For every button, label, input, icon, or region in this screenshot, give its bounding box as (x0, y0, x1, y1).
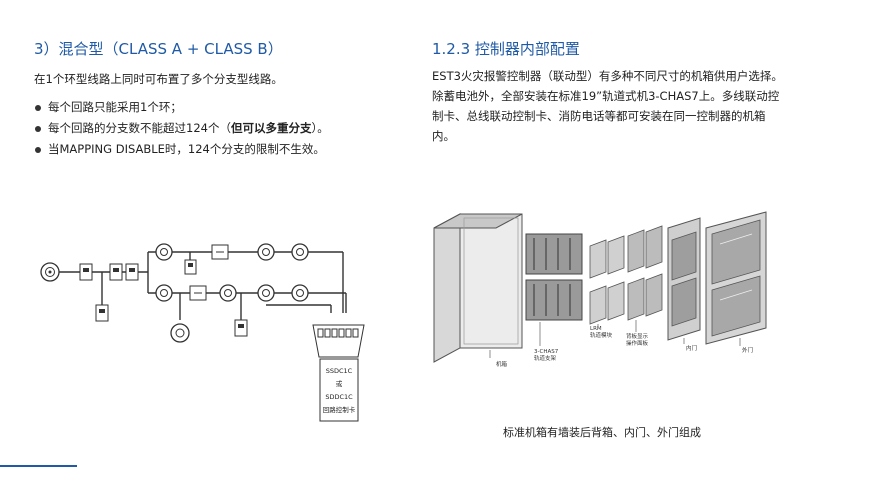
label-cabinet: 机箱 (496, 360, 508, 368)
panel-label-line3: SDDC1C (325, 393, 353, 401)
bullet-item: 每个回路只能采用1个环； (34, 97, 329, 118)
label-lrm-1: LRM (590, 326, 602, 332)
footer-accent-line (0, 465, 77, 467)
module-icon (234, 319, 248, 337)
panel-label-line4: 回路控制卡 (323, 405, 356, 414)
bullet-item: 每个回路的分支数不能超过124个（但可以多重分支）。 (34, 118, 329, 139)
panel-label-line1: SSDC1C (326, 367, 353, 375)
label-chassis-1: 3-CHAS7 (534, 349, 559, 355)
controller-paragraph: EST3火灾报警控制器（联动型）有多种不同尺寸的机箱供用户选择。除蓄电池外，全部… (432, 69, 783, 143)
bullet-list: 每个回路只能采用1个环； 每个回路的分支数不能超过124个（但可以多重分支）。 … (34, 97, 329, 160)
detector-icon (219, 284, 237, 302)
manual-call-point-icon (211, 244, 229, 260)
label-display-1: 背板显示 (626, 332, 649, 340)
bullet-item: 当MAPPING DISABLE时，124个分支的限制不生效。 (34, 139, 329, 160)
cabinet-exploded-figure: 机箱 3-CHAS7 轨道支架 LRM 轨道模块 背板显示 操作面板 内门 外门 (433, 211, 767, 368)
section-heading-mixed-type: 3）混合型（CLASS A + CLASS B） (34, 40, 283, 58)
label-display-2: 操作面板 (626, 339, 649, 347)
display-panels (627, 225, 663, 321)
panel-label-line2: 或 (336, 379, 343, 388)
detector-icon (155, 284, 173, 302)
inner-door (667, 217, 701, 341)
cabinet-back-box (433, 213, 523, 363)
module-icon (184, 259, 197, 275)
section-heading-controller-config: 1.2.3 控制器内部配置 (432, 40, 580, 58)
label-inner-door: 内门 (686, 344, 697, 352)
detector-icon (291, 243, 309, 261)
figure-caption: 标准机箱有墙装后背箱、内门、外门组成 (503, 426, 701, 439)
lrm-modules (589, 235, 625, 325)
detector-icon (170, 323, 190, 343)
detector-icon (257, 243, 275, 261)
module-icon (95, 304, 109, 322)
module-icon (79, 263, 93, 281)
module-icon (109, 263, 123, 281)
outer-door (705, 211, 767, 345)
label-lrm-2: 轨道模块 (590, 331, 613, 339)
intro-paragraph: 在1个环型线路上同时可布置了多个分支型线路。 (34, 72, 283, 86)
detector-icon (291, 284, 309, 302)
label-outer-door: 外门 (742, 346, 753, 354)
module-icon (125, 263, 139, 281)
mixed-loop-wiring-diagram: SSDC1C 或 SDDC1C 回路控制卡 (40, 243, 365, 422)
label-chassis-2: 轨道支架 (534, 354, 557, 362)
detector-icon (40, 262, 60, 282)
chassis-rails (525, 233, 583, 321)
detector-icon (155, 243, 173, 261)
detector-icon (257, 284, 275, 302)
manual-call-point-icon (189, 285, 207, 301)
loop-controller-panel: SSDC1C 或 SDDC1C 回路控制卡 (312, 324, 365, 422)
